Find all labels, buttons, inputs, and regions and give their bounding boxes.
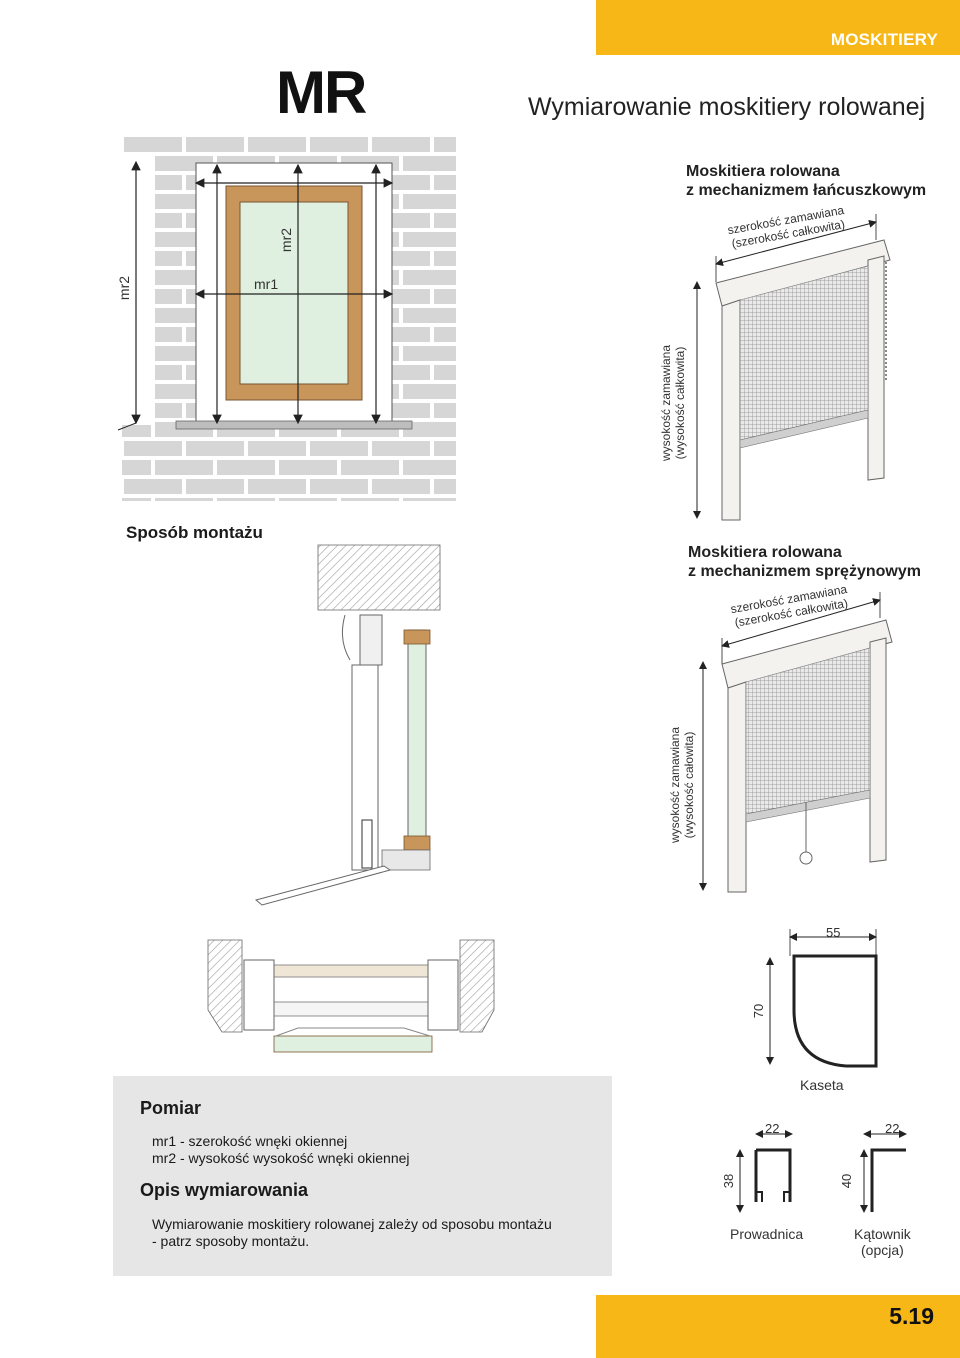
category-tab: MOSKITIERY [596, 0, 960, 55]
chain-type-title: Moskitiera rolowana z mechanizmem łańcus… [686, 163, 927, 199]
spring-type-title: Moskitiera rolowana z mechanizmem spręży… [688, 544, 921, 580]
katownik-height: 40 [839, 1173, 855, 1189]
pomiar-title: Pomiar [140, 1098, 202, 1118]
pomiar-mr2: mr2 - wysokość wysokość wnęki okiennej [152, 1150, 410, 1166]
prowadnica-width: 22 [765, 1121, 780, 1136]
category-label: MOSKITIERY [830, 30, 938, 49]
kaseta-height: 70 [751, 1003, 767, 1019]
mr1-label: mr1 [254, 276, 279, 292]
pomiar-mr1: mr1 - szerokość wnęki okiennej [152, 1133, 348, 1149]
opis-title: Opis wymiarowania [140, 1180, 309, 1200]
spring-width-label: szerokość zamawiana (szerokość całkowita… [729, 581, 849, 630]
page-number: 5.19 [889, 1303, 934, 1329]
opis-text: Wymiarowanie moskitiery rolowanej zależy… [152, 1216, 552, 1249]
measurement-box [113, 1076, 612, 1276]
katownik-width: 22 [885, 1121, 900, 1136]
chain-width-label: szerokość zamawiana (szerokość całkowita… [726, 202, 846, 251]
mr2-outer-label: mr2 [116, 275, 133, 301]
chain-height-label: wysokość zamawiana (wysokość całkowita) [659, 344, 688, 462]
katownik-label: Kątownik (opcja) [854, 1226, 911, 1258]
mounting-title: Sposób montażu [126, 523, 263, 542]
page-title: Wymiarowanie moskitiery rolowanej [528, 93, 926, 121]
footer-bar [596, 1295, 960, 1358]
prowadnica-height: 38 [721, 1173, 737, 1189]
prowadnica-label: Prowadnica [730, 1226, 804, 1242]
product-code: MR [276, 59, 367, 126]
mr2-inner-label: mr2 [278, 227, 295, 253]
spring-height-label: wysokość zamawiana (wysokość całowita) [668, 726, 697, 844]
kaseta-label: Kaseta [800, 1077, 844, 1093]
kaseta-width: 55 [826, 925, 841, 940]
